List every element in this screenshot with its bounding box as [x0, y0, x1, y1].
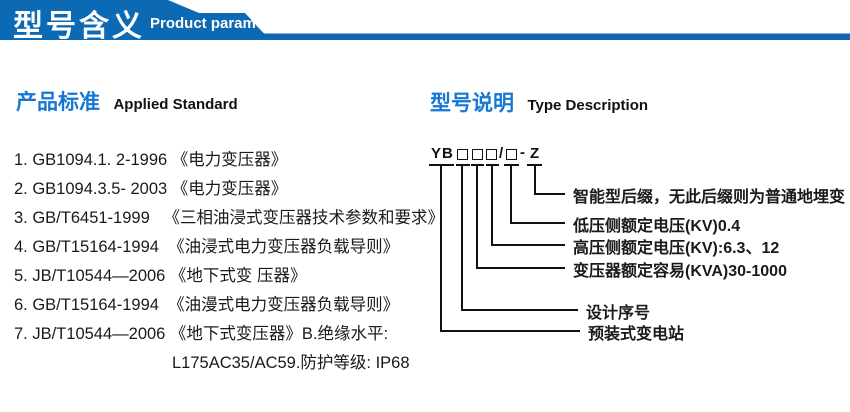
page-title: 型号含义: [13, 10, 145, 43]
code-box-icon: [506, 149, 517, 160]
standards-heading-en: Applied Standard: [113, 96, 238, 113]
branch-line: [461, 166, 463, 311]
branch-line: [440, 166, 442, 332]
branch-label: 变压器额定容易(KVA)30-1000: [573, 263, 787, 280]
standard-item: 6. GB/T15164-1994 《油漫式电力变压器负载导则》: [14, 296, 400, 314]
standards-heading-cn: 产品标准: [16, 91, 100, 114]
code-box-icon: [457, 149, 468, 160]
standards-section-heading: 产品标准 Applied Standard: [16, 86, 238, 116]
branch-line: [534, 166, 536, 195]
branch-line: [534, 193, 565, 195]
code-slash: /: [499, 145, 504, 162]
type-section-heading: 型号说明 Type Description: [430, 87, 648, 117]
code-box-icon: [486, 149, 497, 160]
code-underline: [486, 164, 499, 166]
code-underline: [429, 164, 454, 166]
branch-line: [476, 166, 478, 269]
code-underline: [471, 164, 484, 166]
branch-label: 低压侧额定电压(KV)0.4: [573, 218, 741, 235]
code-underline: [527, 164, 542, 166]
branch-line: [461, 309, 578, 311]
standard-item: 2. GB1094.3.5- 2003 《电力变压器》: [14, 180, 288, 198]
branch-label: 预装式变电站: [588, 326, 685, 343]
branch-label: 智能型后缀，无此后缀则为普通地埋变: [573, 189, 846, 206]
branch-label: 设计序号: [586, 305, 651, 322]
standard-item: 7. JB/T10544—2006 《地下式变压器》B.绝缘水平:: [14, 325, 389, 343]
code-dash: -: [520, 144, 525, 161]
page-subtitle: Product parameters: [150, 15, 292, 32]
branch-line: [491, 166, 493, 246]
code-underline: [504, 164, 519, 166]
standard-item: 4. GB/T15164-1994 《油浸式电力变压器负载导则》: [14, 238, 400, 256]
code-prefix: YB: [431, 145, 454, 162]
type-heading-en: Type Description: [527, 97, 649, 114]
branch-line: [476, 267, 565, 269]
standard-item: 1. GB1094.1. 2-1996 《电力变压器》: [14, 151, 288, 169]
type-heading-cn: 型号说明: [430, 92, 514, 115]
code-suffix: Z: [530, 145, 540, 162]
standard-item: 5. JB/T10544—2006 《地下式变 压器》: [14, 267, 307, 285]
standard-item: 3. GB/T6451-1999 《三相油浸式变压器技术参数和要求》: [14, 209, 445, 227]
branch-line: [440, 330, 580, 332]
branch-label: 高压侧额定电压(KV):6.3、12: [573, 240, 780, 257]
standard-item-continuation: L175AC35/AC59.防护等级: IP68: [172, 354, 410, 372]
code-box-icon: [472, 149, 483, 160]
branch-line: [510, 222, 565, 224]
branch-line: [491, 244, 565, 246]
standards-list: 1. GB1094.1. 2-1996 《电力变压器》 2. GB1094.3.…: [14, 146, 444, 378]
header-ribbon-shape: [0, 0, 270, 40]
branch-line: [510, 166, 512, 224]
code-underline: [456, 164, 470, 166]
header-stripe: [0, 33, 850, 40]
